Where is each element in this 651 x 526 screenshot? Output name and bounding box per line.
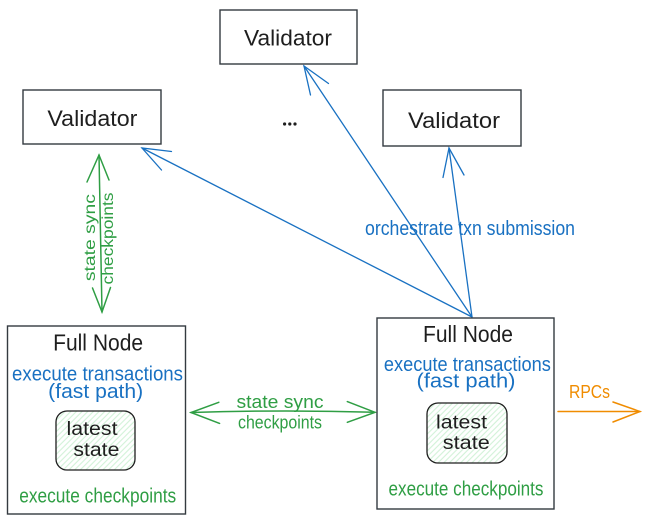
svg-text:state: state	[73, 440, 119, 461]
svg-text:orchestrate txn submission: orchestrate txn submission	[365, 218, 575, 240]
svg-text:execute transactions: execute transactions	[12, 364, 183, 386]
svg-text:RPCs: RPCs	[569, 382, 610, 402]
svg-text:latest: latest	[67, 419, 119, 440]
svg-text:Validator: Validator	[244, 26, 332, 51]
svg-text:checkpoints: checkpoints	[100, 193, 117, 285]
svg-text:Full Node: Full Node	[53, 330, 143, 356]
svg-text:execute checkpoints: execute checkpoints	[19, 485, 176, 507]
svg-text:checkpoints: checkpoints	[238, 413, 322, 433]
svg-text:Validator: Validator	[408, 108, 500, 133]
svg-text:Full Node: Full Node	[423, 321, 513, 347]
svg-text:state sync: state sync	[82, 194, 99, 281]
svg-text:(fast path): (fast path)	[48, 381, 143, 403]
svg-text:execute checkpoints: execute checkpoints	[389, 478, 544, 500]
svg-text:state sync: state sync	[237, 392, 324, 412]
svg-text:state: state	[443, 433, 490, 454]
svg-text:(fast path): (fast path)	[417, 371, 516, 393]
svg-text:execute transactions: execute transactions	[384, 354, 551, 376]
svg-text:latest: latest	[436, 413, 488, 434]
svg-text:Validator: Validator	[47, 106, 137, 131]
